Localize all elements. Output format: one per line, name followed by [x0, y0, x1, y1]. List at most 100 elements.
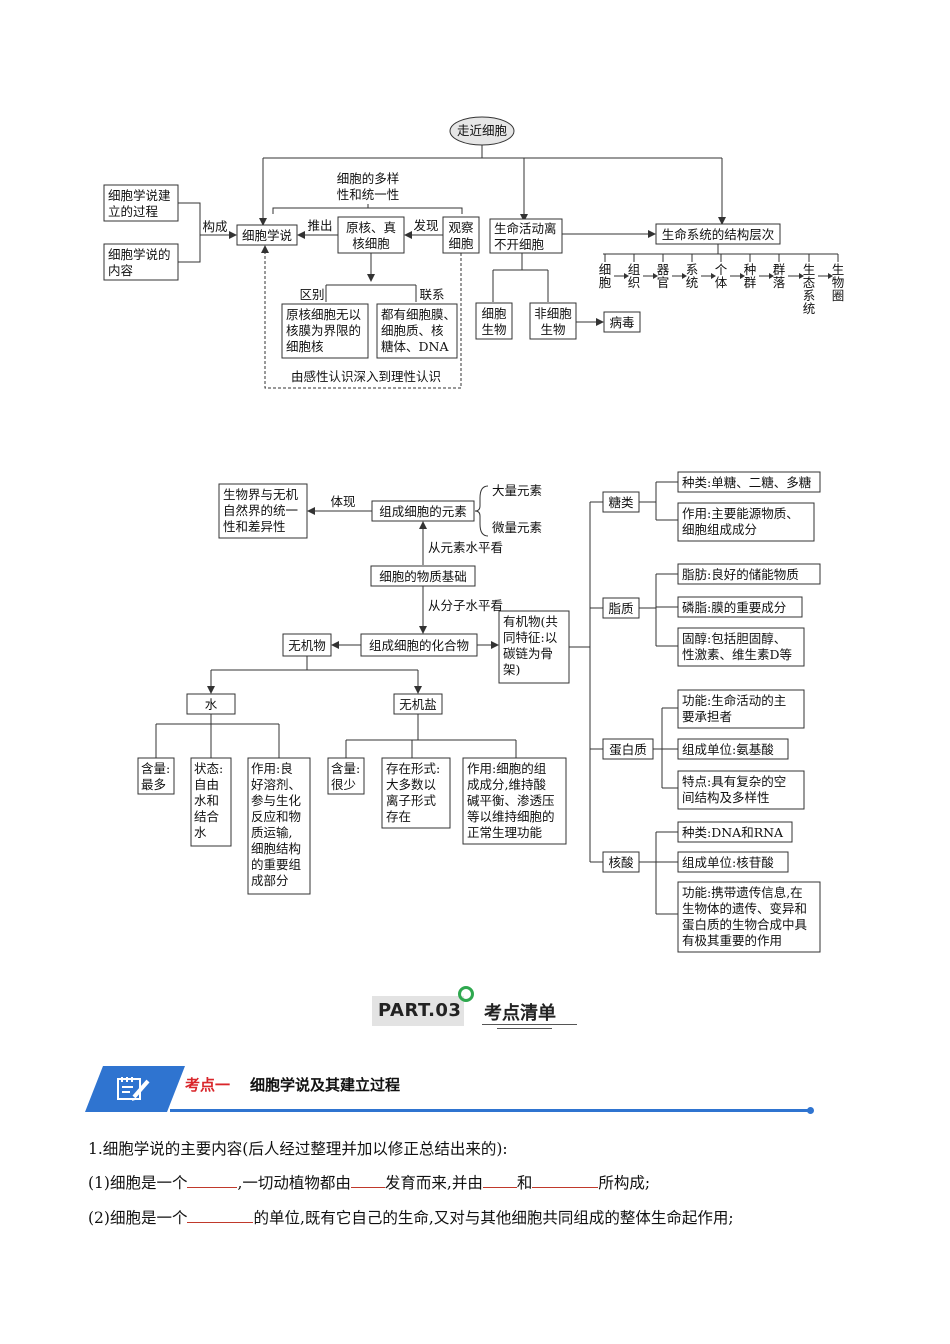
pro-eu-1: 原核、真 [346, 220, 396, 235]
salt-form-3: 离子形式 [386, 793, 437, 808]
material-basis-node: 细胞的物质基础 [379, 569, 467, 584]
ring-icon [458, 986, 474, 1002]
salt-role-2: 成成分,维持酸 [467, 777, 546, 792]
virus-node: 病毒 [609, 315, 634, 330]
perceptual-label: 由感性认识深入到理性认识 [291, 369, 441, 384]
level-item: 细胞 [599, 262, 612, 290]
salt-role-3: 碱平衡、渗透压 [467, 793, 555, 808]
cell-theory-node: 细胞学说 [242, 228, 292, 243]
theory-content-1: 细胞学说的 [108, 247, 171, 262]
paragraph-1: 1.细胞学说的主要内容(后人经过整理并加以修正总结出来的): [88, 1137, 508, 1159]
organic-2: 同特征:以 [503, 630, 558, 645]
nucleic-kinds: 种类:DNA和RNA [682, 825, 784, 840]
connection-label: 联系 [419, 287, 444, 302]
conn-detail-3: 糖体、DNA [381, 339, 449, 354]
from-molecule-label: 从分子水平看 [428, 598, 503, 613]
water-role-8: 成部分 [251, 873, 289, 888]
salt-form-4: 存在 [386, 809, 411, 824]
infer-label: 推出 [307, 218, 332, 233]
water-role-2: 好溶剂、 [251, 777, 301, 792]
line2-part-c: 发育而来,并由 [384, 1174, 483, 1192]
sugar-node: 糖类 [608, 495, 634, 510]
answer-blank-3[interactable] [482, 1173, 517, 1188]
nucleic-unit: 组成单位:核苷酸 [682, 855, 774, 870]
line2-part-b: ,一切动植物都由 [237, 1174, 351, 1192]
discover-label: 发现 [413, 218, 438, 233]
water-state-2: 自由 [194, 777, 219, 792]
protein-unit: 组成单位:氨基酸 [682, 742, 774, 757]
organic-3: 碳链为骨 [503, 646, 553, 661]
macro-label: 大量元素 [492, 483, 542, 498]
constitute-label: 构成 [202, 219, 227, 234]
theory-process-1: 细胞学说建 [108, 188, 171, 203]
structure-levels-node: 生命系统的结构层次 [662, 227, 775, 242]
title-underline-short [497, 1028, 552, 1029]
salt-role-1: 作用:细胞的组 [467, 761, 546, 776]
water-state-4: 结合 [194, 809, 220, 824]
answer-blank-5[interactable] [187, 1208, 254, 1223]
fat-node: 脂肪:良好的储能物质 [682, 567, 799, 582]
part-title: 考点清单 [484, 1003, 556, 1024]
diff-detail-1: 原核细胞无以 [286, 307, 362, 322]
protein-node: 蛋白质 [609, 742, 647, 757]
line2-part-a: (1)细胞是一个 [88, 1174, 188, 1192]
elements-node: 组成细胞的元素 [379, 504, 467, 519]
root-label: 走近细胞 [457, 123, 508, 138]
nucleic-func-4: 有极其重要的作用 [682, 933, 782, 948]
part-code: PART.03 [378, 1000, 462, 1021]
kaodian-banner: 考点一 细胞学说及其建立过程 [85, 1066, 815, 1116]
nucleic-func-2: 生物体的遗传、变异和 [682, 901, 807, 916]
unity-3: 性和差异性 [223, 519, 286, 534]
conn-detail-2: 细胞质、核 [381, 323, 444, 338]
line2-part-e: 所构成; [598, 1174, 651, 1192]
answer-blank-2[interactable] [350, 1173, 385, 1188]
water-amount-1: 含量: [141, 761, 170, 776]
embody-label: 体现 [330, 494, 355, 509]
water-role-1: 作用:良 [251, 761, 293, 776]
level-item: 生态系统 [803, 262, 816, 316]
water-role-4: 反应和物 [251, 809, 301, 824]
sugar-kinds: 种类:单糖、二糖、多糖 [682, 475, 812, 490]
level-item: 器官 [657, 262, 670, 290]
unity-1: 生物界与无机 [223, 487, 299, 502]
protein-feat-1: 特点:具有复杂的空 [682, 774, 786, 789]
sterol-2: 性激素、维生素D等 [682, 647, 792, 662]
answer-blank-1[interactable] [187, 1173, 238, 1188]
cell-org-1: 细胞 [481, 306, 507, 321]
paragraph-2: (1)细胞是一个,一切动植物都由发育而来,并由和所构成; [88, 1171, 650, 1193]
diff-detail-2: 核膜为界限的 [286, 323, 361, 338]
kaodian-label: 考点一 [185, 1076, 231, 1094]
organic-4: 架) [503, 662, 520, 677]
salt-node: 无机盐 [399, 697, 437, 712]
water-state-3: 水和 [194, 793, 219, 808]
organic-1: 有机物(共 [503, 614, 558, 629]
level-item: 生物圈 [832, 262, 845, 303]
conn-detail-1: 都有细胞膜、 [381, 307, 456, 322]
sugar-role-1: 作用:主要能源物质、 [682, 506, 799, 521]
from-element-label: 从元素水平看 [428, 540, 503, 555]
title-underline [482, 1024, 577, 1025]
salt-amount-1: 含量: [331, 761, 360, 776]
nucleic-func-3: 蛋白质的生物合成中具 [682, 917, 808, 932]
answer-blank-4[interactable] [532, 1173, 599, 1188]
observe-2: 细胞 [448, 236, 474, 251]
line1-text: 1.细胞学说的主要内容(后人经过整理并加以修正总结出来的): [88, 1140, 508, 1158]
sterol-1: 固醇:包括胆固醇、 [682, 631, 786, 646]
level-item: 种群 [744, 262, 757, 290]
kaodian-title: 细胞学说及其建立过程 [250, 1076, 401, 1094]
water-role-6: 细胞结构 [251, 841, 301, 856]
part-heading: PART.03 考点清单 [372, 986, 592, 1030]
water-state-5: 水 [194, 825, 207, 840]
noncell-org-2: 生物 [540, 322, 565, 337]
protein-func-2: 要承担者 [682, 709, 732, 724]
nucleic-func-1: 功能:携带遗传信息,在 [682, 885, 803, 900]
micro-label: 微量元素 [492, 520, 542, 535]
pro-eu-2: 核细胞 [352, 236, 390, 251]
nucleic-node: 核酸 [608, 855, 634, 870]
salt-role-4: 等以维持细胞的 [467, 809, 555, 824]
observe-1: 观察 [448, 220, 474, 235]
diagram-cell-intro: 走近细胞 细胞的多样 性和统一性 细胞学说建 立的过程 细胞学说的 内容 构成 … [103, 116, 845, 389]
water-node: 水 [205, 697, 218, 712]
life-activity-1: 生命活动离 [494, 221, 557, 236]
water-role-3: 参与生化 [251, 793, 302, 808]
